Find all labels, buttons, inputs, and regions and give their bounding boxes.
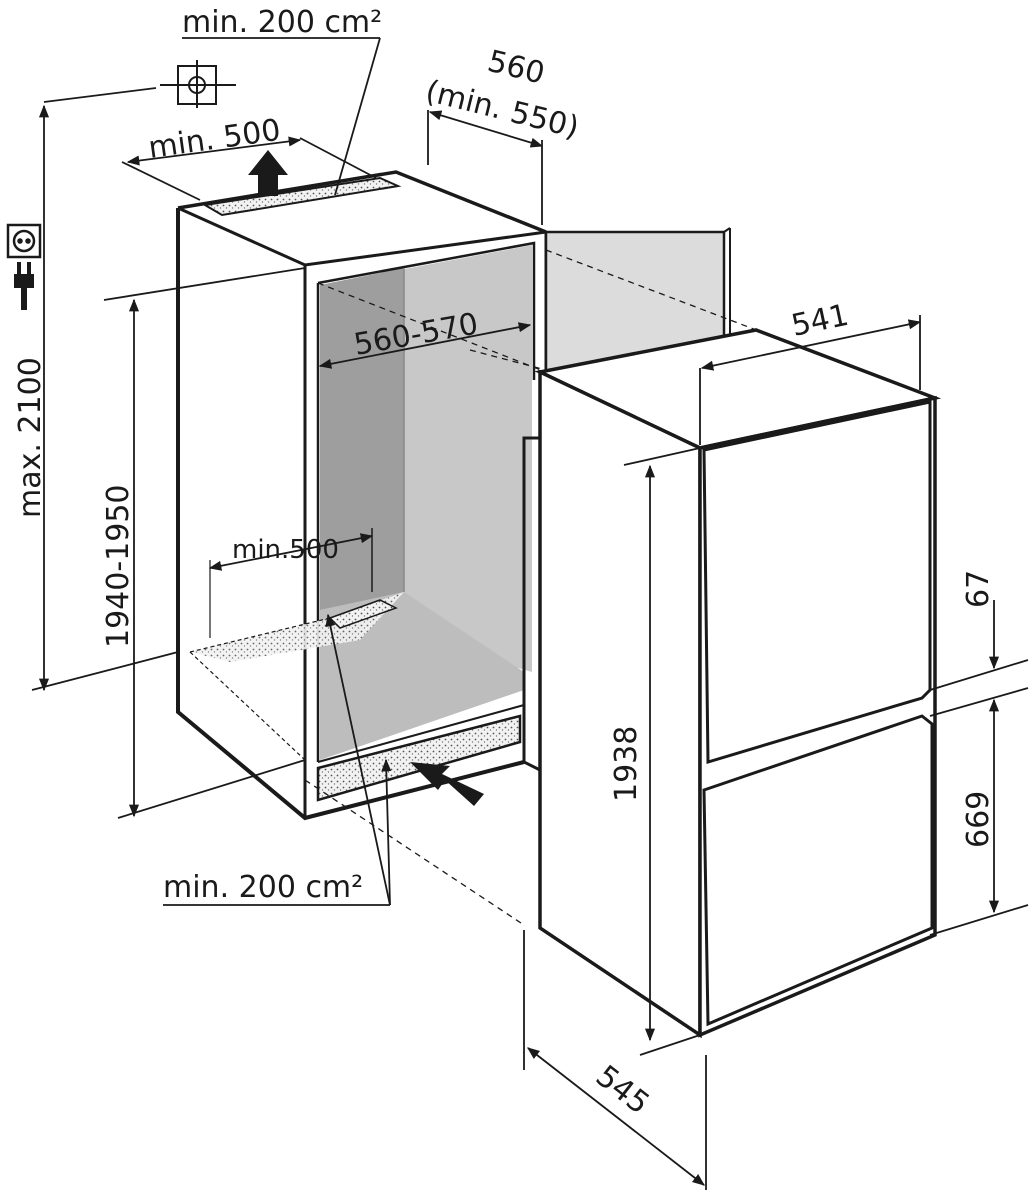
power-socket-icon xyxy=(6,223,42,259)
bottom-clearance-label: min.500 xyxy=(232,535,339,565)
dimension-lines xyxy=(31,37,1029,1190)
power-plug-icon xyxy=(14,262,34,310)
max-height-label: max. 2100 xyxy=(13,357,48,518)
airflow-arrow-icon xyxy=(248,150,288,196)
dim-669-label: 669 xyxy=(961,791,996,848)
appliance-height-label: 1938 xyxy=(609,726,644,802)
appliance-depth-label: 545 xyxy=(589,1059,656,1122)
vent-top-area-label: min. 200 cm² xyxy=(182,5,382,40)
niche-floor xyxy=(320,592,524,760)
top-vent-slot xyxy=(202,176,402,217)
appliance-width-label: 541 xyxy=(788,298,851,344)
appliance-body xyxy=(522,328,942,1039)
upper-door xyxy=(702,400,932,765)
niche-height-label: 1940-1950 xyxy=(101,484,136,648)
airflow-arrow-icon xyxy=(410,762,484,806)
vent-bottom-area-label: min. 200 cm² xyxy=(163,870,363,905)
lower-door xyxy=(702,714,934,1027)
niche-depth-label: 560 xyxy=(484,44,548,92)
niche-cabinet xyxy=(176,170,548,821)
ceiling-vent-icon xyxy=(160,60,236,108)
dim-67-label: 67 xyxy=(961,570,996,608)
